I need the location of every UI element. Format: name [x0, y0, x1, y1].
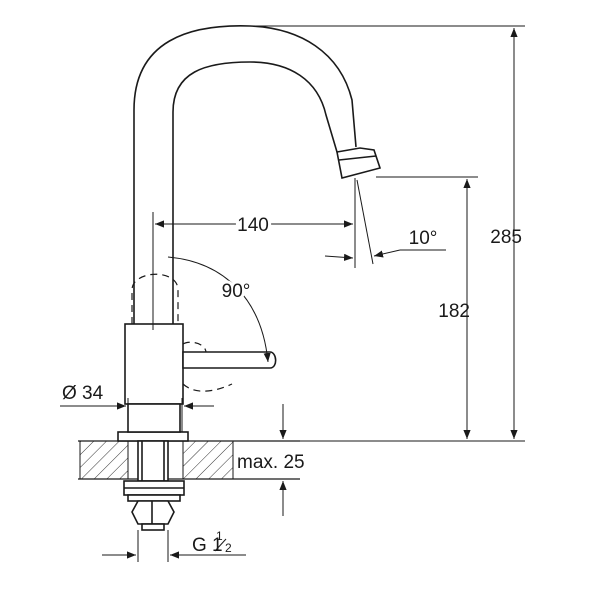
total-height-label: 285 [490, 227, 522, 248]
dim-spout-angle [324, 179, 446, 265]
body-block [124, 323, 184, 405]
thread-fraction-numerator: 1 [216, 529, 223, 543]
spout-height-label: 182 [438, 301, 470, 322]
dim-base-diameter [60, 398, 214, 432]
thread-fraction-slash [214, 538, 227, 552]
spout-inner-line [172, 61, 338, 324]
dim-total-height [250, 25, 525, 442]
spout-outer-line [133, 25, 357, 324]
faucet-body [117, 25, 382, 531]
aerator-tip [336, 147, 382, 179]
thread-fraction-denominator: 2 [225, 541, 232, 555]
body-lower [127, 403, 181, 433]
countertop-section [78, 440, 300, 480]
swivel-arc [167, 256, 271, 363]
ghost-spout [131, 273, 179, 324]
base-flange [117, 431, 189, 442]
mounting-thickness-label: max. 25 [237, 452, 305, 473]
spout-angle-label: 10° [409, 228, 438, 249]
washer [127, 494, 181, 502]
aerator-line [338, 155, 377, 161]
swivel-angle-label: 90° [222, 281, 251, 302]
base-diameter-label: Ø 34 [62, 383, 104, 404]
reach-label: 140 [237, 215, 269, 236]
dim-reach [152, 178, 356, 330]
hex-connector [131, 500, 175, 525]
countertop-hatch-left [79, 440, 129, 480]
dim-spout-height [376, 176, 478, 439]
lever-handle [182, 351, 277, 369]
thread-stub [141, 523, 165, 531]
dim-thread [102, 530, 246, 562]
countertop-hatch-right [182, 440, 234, 480]
swivel-ghost [131, 273, 233, 392]
